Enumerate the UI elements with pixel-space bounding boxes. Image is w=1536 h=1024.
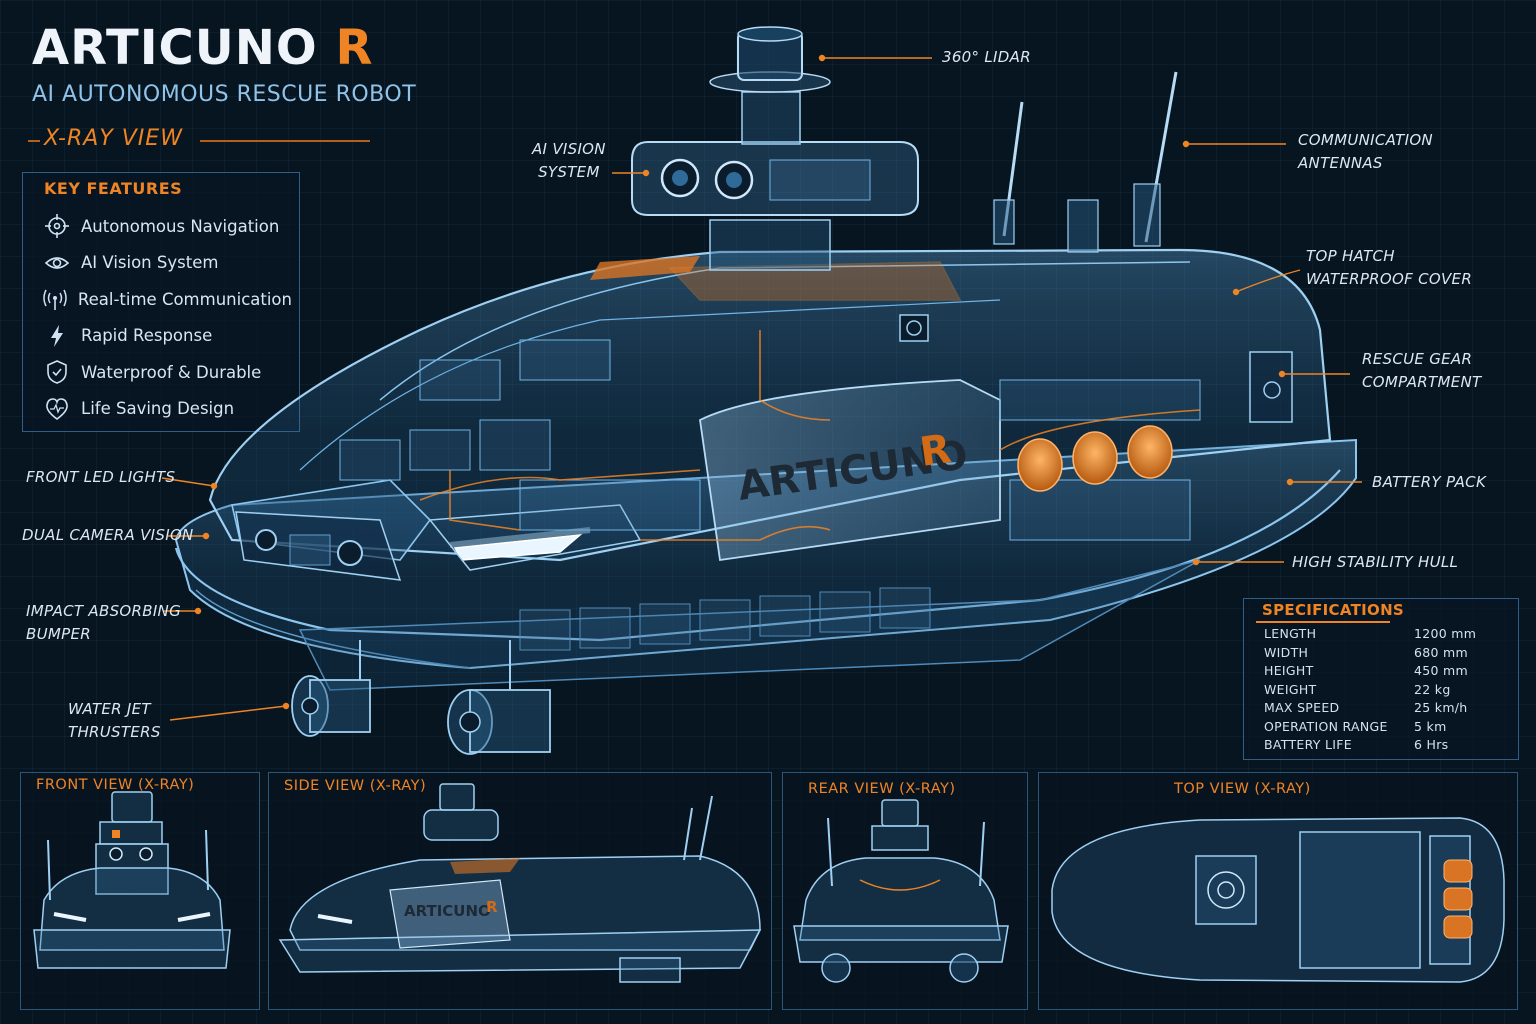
robot-logo-accent: R: [917, 426, 954, 476]
list-item: Real-time Communication: [42, 281, 292, 318]
side-view-title: SIDE VIEW (X-RAY): [284, 778, 427, 794]
feature-label: Real-time Communication: [77, 289, 292, 309]
list-item: Autonomous Navigation: [42, 208, 292, 245]
heart-pulse-icon: [42, 396, 72, 422]
feature-label: Rapid Response: [81, 326, 213, 346]
list-item: Rapid Response: [42, 318, 292, 355]
front-view-title: FRONT VIEW (X-RAY): [36, 777, 195, 793]
key-features-panel: [22, 172, 300, 432]
orange-top-strip: [590, 256, 700, 280]
front-view-panel: [20, 772, 260, 1010]
callout-lidar: 360° LIDAR: [942, 48, 1031, 66]
rear-view-thruster-right: [949, 953, 979, 983]
battery-pack: [1017, 425, 1173, 492]
list-item: Waterproof & Durable: [42, 354, 292, 391]
xray-tag-line-right: [200, 140, 370, 142]
feature-label: Life Saving Design: [81, 399, 235, 419]
water-jet-thrusters: [291, 675, 551, 755]
page-title: ARTICUNO R: [32, 20, 374, 76]
page-subtitle: AI AUTONOMOUS RESCUE ROBOT: [32, 82, 417, 107]
feature-label: Autonomous Navigation: [81, 216, 280, 236]
front-view-drawing: [33, 791, 231, 969]
lidar-stem: [741, 91, 801, 145]
front-camera-left: [255, 529, 277, 551]
lightning-icon: [42, 323, 72, 349]
front-view-camera-right: [139, 847, 153, 861]
side-view-logo-main: ARTICUNO: [404, 902, 491, 920]
rear-view-panel: [782, 772, 1028, 1010]
xray-tag-line-left: [28, 140, 40, 142]
rear-view-title: REAR VIEW (X-RAY): [808, 781, 956, 797]
front-fascia: [235, 511, 402, 581]
vision-mount: [709, 219, 831, 271]
callout-hull: HIGH STABILITY HULL: [1292, 553, 1459, 571]
specifications-panel: [1243, 598, 1519, 760]
view-drawings: ARTICUNO R: [33, 783, 1505, 983]
robot-xray-main: ARTICUNO R: [161, 26, 1362, 755]
specifications-title: SPECIFICATIONS: [1262, 601, 1405, 619]
rear-view-thruster-left: [821, 953, 851, 983]
key-features-title: KEY FEATURES: [44, 179, 183, 198]
top-view-drawing: [1051, 817, 1505, 983]
top-view-title: TOP VIEW (X-RAY): [1174, 781, 1311, 797]
key-features-list: Autonomous Navigation AI Vision System R…: [42, 208, 292, 427]
xray-view-tag: X-RAY VIEW: [44, 126, 183, 151]
callout-battery: BATTERY PACK: [1372, 473, 1487, 491]
top-view-panel: [1038, 772, 1518, 1010]
crosshair-icon: [42, 213, 72, 239]
callout-dual-camera: DUAL CAMERA VISION: [22, 526, 194, 544]
top-view-battery: [1443, 859, 1473, 939]
side-logo-panel: [699, 379, 1001, 562]
feature-label: AI Vision System: [81, 253, 219, 273]
side-view-logo-accent: R: [486, 898, 498, 916]
list-item: Life Saving Design: [42, 391, 292, 428]
feature-label: Waterproof & Durable: [81, 362, 262, 382]
specifications-underline: [1256, 621, 1390, 623]
callout-led: FRONT LED LIGHTS: [26, 468, 176, 486]
rescue-gear-compartment: [1249, 351, 1293, 423]
rear-view-drawing: [793, 799, 1009, 963]
shield-icon: [42, 359, 72, 385]
front-camera-right: [337, 540, 363, 566]
eye-icon: [42, 250, 72, 276]
front-view-camera-left: [109, 847, 123, 861]
side-view-drawing: [278, 783, 762, 983]
list-item: AI Vision System: [42, 245, 292, 282]
signal-icon: [42, 286, 69, 312]
